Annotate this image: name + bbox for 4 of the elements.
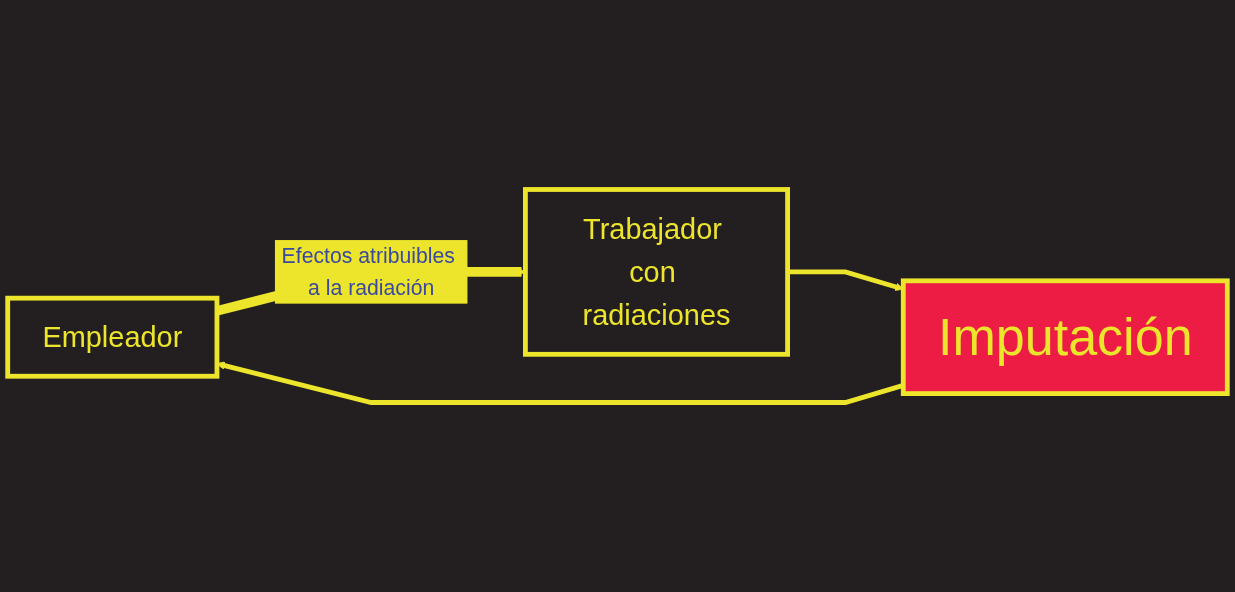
node-box: Trabajador con radiaciones — [523, 187, 790, 357]
node-box: Imputación — [900, 278, 1230, 396]
edge-label: Efectos atribuibles a la radiación — [281, 243, 455, 300]
node-box: Empleador — [5, 295, 220, 379]
